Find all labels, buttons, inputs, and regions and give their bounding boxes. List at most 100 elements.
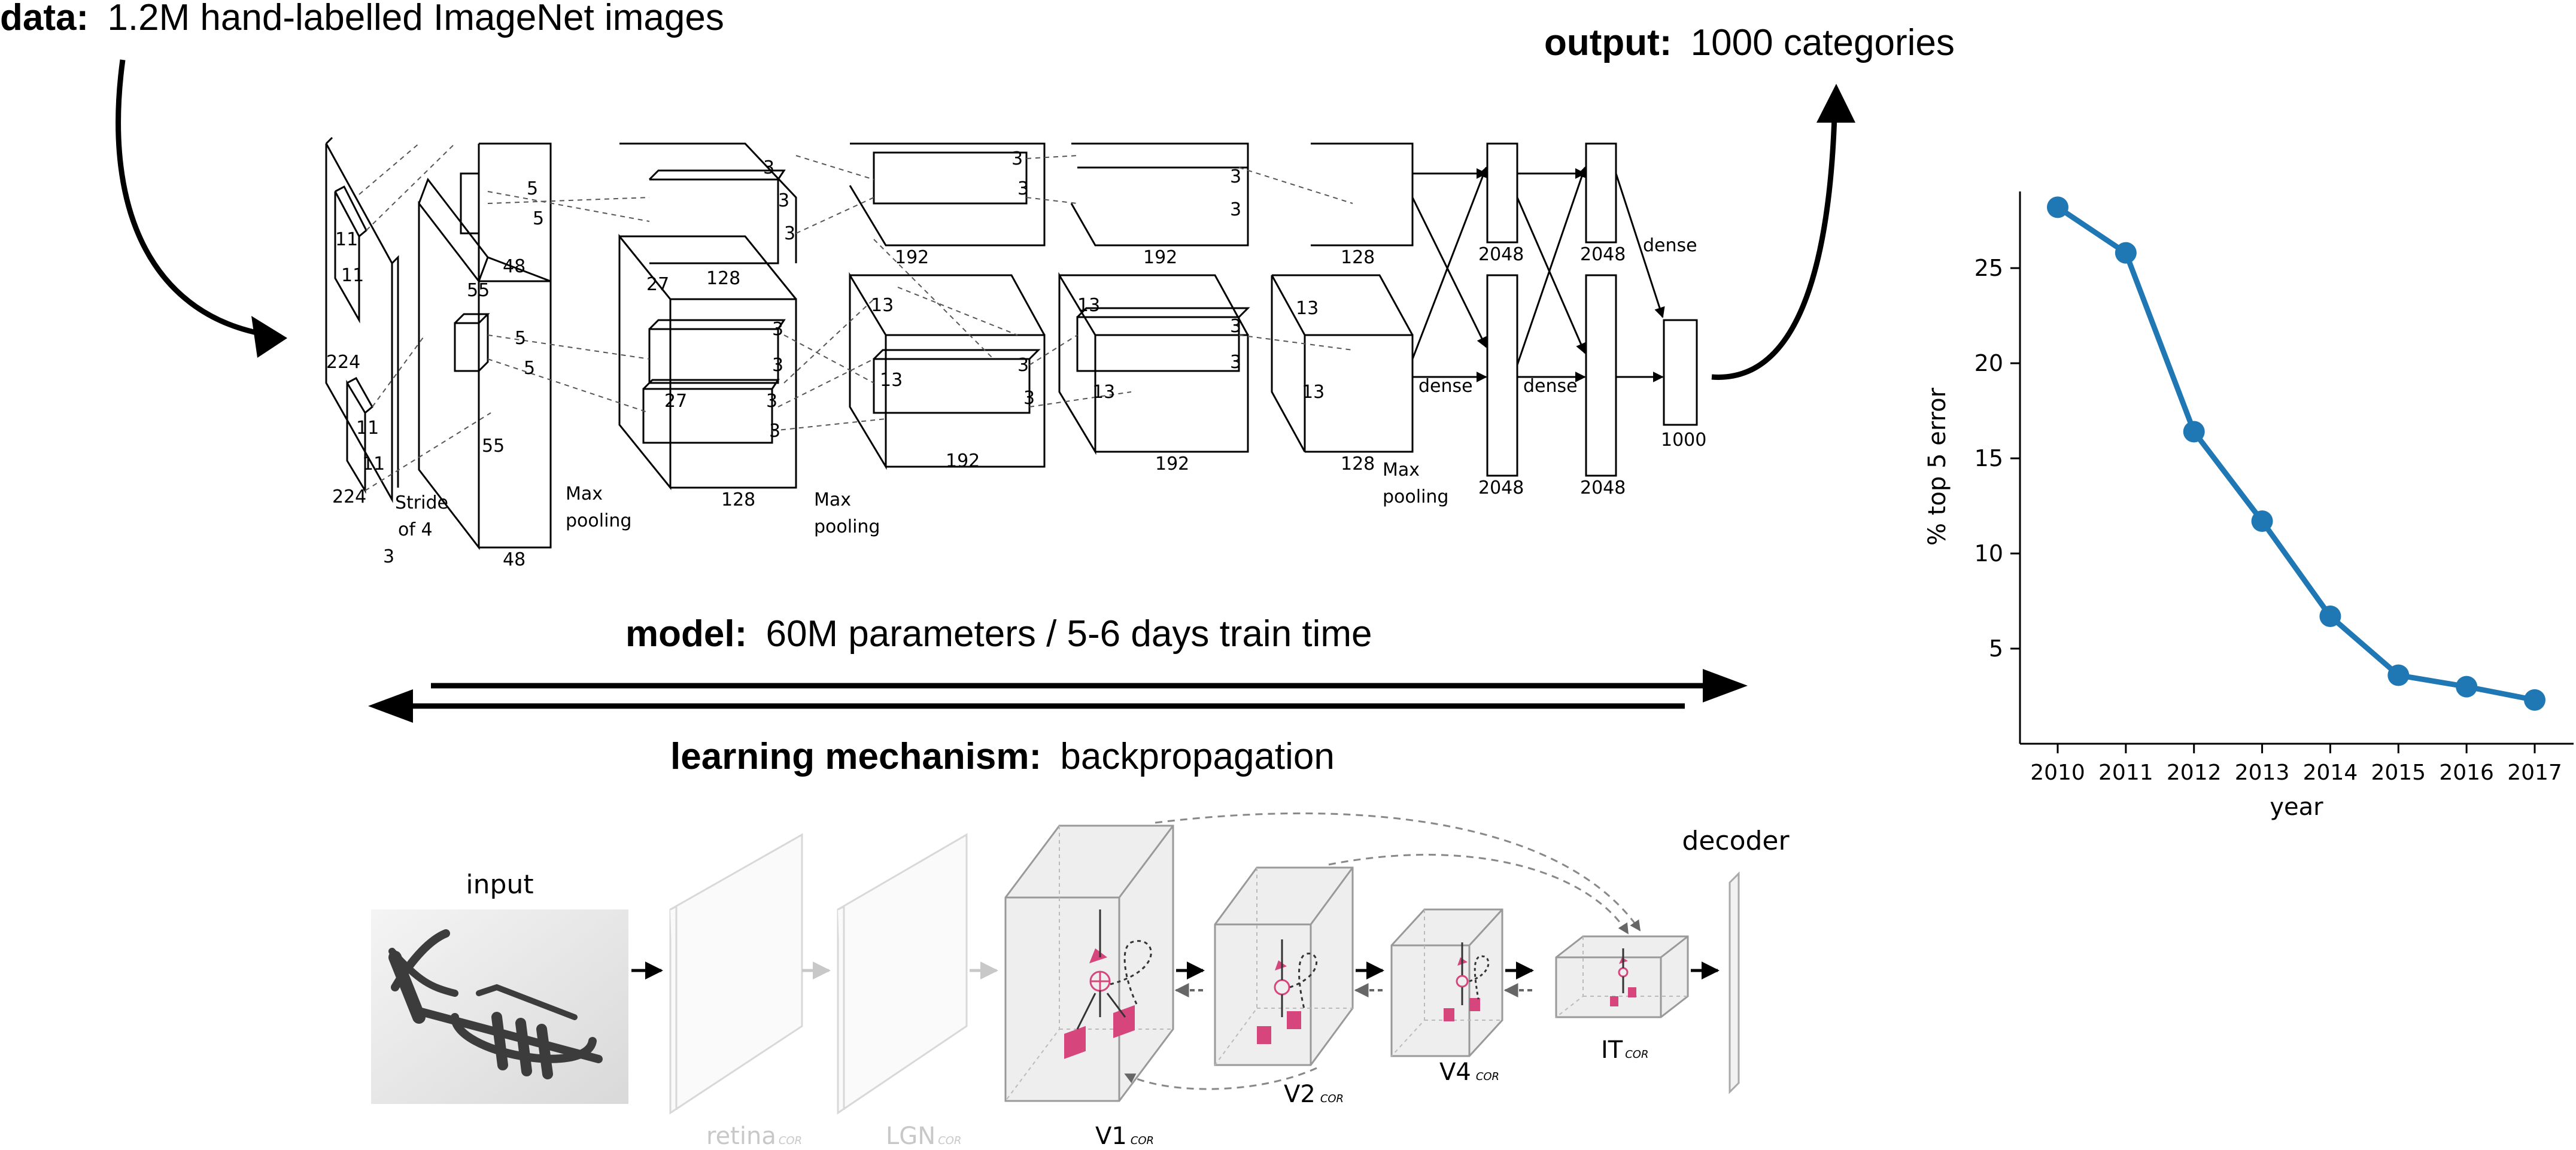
depth-192a: 192	[895, 247, 929, 268]
fc-size-3: 2048	[1580, 244, 1626, 265]
v1-area	[1004, 825, 1174, 1102]
kernel-3e: 3	[772, 355, 783, 376]
alexnet-labels: 224 224 3 Stride of 4 11 11 11 11 5 5 5 …	[326, 148, 1706, 570]
input-dim-224b: 224	[332, 486, 366, 507]
chart-xlabel: year	[2270, 793, 2323, 821]
dim-13f: 13	[1302, 382, 1325, 403]
kernel-3o: 3	[1230, 352, 1241, 373]
learning-caption: learning mechanism: backpropagation	[670, 736, 1335, 777]
depth-128a: 128	[706, 268, 740, 289]
output-arrow	[1711, 116, 1837, 380]
it-area	[1555, 935, 1689, 1018]
kernel-11a: 11	[335, 229, 358, 250]
y-tick-label: 20	[1974, 350, 2003, 376]
output-caption-value: 1000 categories	[1691, 22, 1955, 63]
output-caption: output: 1000 categories	[1544, 22, 1955, 63]
model-caption-value: 60M parameters / 5-6 days train time	[765, 613, 1372, 655]
kernel-5a: 5	[527, 178, 538, 199]
alexnet-fc-arrows	[1411, 166, 1665, 382]
kernel-3n: 3	[1230, 316, 1241, 337]
dim-55b: 55	[482, 436, 505, 457]
long-range-connections	[1124, 812, 1641, 1090]
kernel-3k: 3	[1023, 388, 1035, 409]
conv3-volume	[849, 142, 1046, 470]
decoder-label: decoder	[1682, 826, 1790, 856]
fc-size-1: 2048	[1478, 244, 1524, 265]
y-tick-label: 10	[1974, 540, 2003, 567]
data-point	[2524, 689, 2545, 711]
stride-line2: of 4	[398, 519, 433, 540]
conv1-volume	[418, 142, 552, 550]
y-tick-label: 25	[1974, 255, 2003, 281]
x-tick-label: 2016	[2439, 760, 2494, 785]
dense-label-2: dense	[1523, 376, 1578, 397]
v4-area	[1390, 908, 1503, 1057]
depth-192d: 192	[1155, 454, 1189, 474]
data-caption: data: 1.2M hand-labelled ImageNet images	[0, 0, 724, 38]
depth-192c: 192	[1143, 247, 1177, 268]
conv4-volume	[1058, 142, 1250, 455]
dense-label-3: dense	[1643, 235, 1697, 256]
bidirectional-arrows	[368, 669, 1748, 723]
x-tick-label: 2015	[2371, 760, 2426, 785]
brain-diagram: input	[371, 812, 1790, 1150]
x-tick-label: 2012	[2167, 760, 2222, 785]
svg-text:output: 1000 categories: output: 1000 categories	[1544, 22, 1955, 63]
decoder-plane	[1729, 871, 1740, 1094]
conv5-volume	[1271, 142, 1414, 453]
kernel-3i: 3	[1017, 178, 1029, 199]
data-point	[2387, 664, 2410, 686]
pool2-word2: pooling	[814, 516, 880, 537]
x-tick-label: 2011	[2098, 760, 2153, 785]
y-tick-label: 15	[1974, 445, 2003, 471]
x-tick-label: 2017	[2507, 760, 2562, 785]
dim-13b: 13	[880, 370, 903, 391]
data-point	[2319, 605, 2341, 627]
kernel-3m: 3	[1230, 199, 1241, 220]
dim-27b: 27	[664, 391, 687, 412]
pool1-word1: Max	[566, 483, 603, 504]
data-arrowhead	[251, 316, 287, 358]
alexnet-projections	[359, 143, 1353, 491]
alexnet-diagram	[325, 136, 1698, 550]
kernel-3g: 3	[769, 421, 780, 442]
data-point	[2251, 510, 2273, 532]
data-arrow	[116, 59, 270, 338]
trumpet-icon	[388, 929, 603, 1079]
series-line	[2056, 205, 2535, 703]
learning-caption-value: backpropagation	[1060, 736, 1334, 777]
fc-size-5: 1000	[1661, 430, 1706, 451]
depth-192b: 192	[946, 451, 980, 471]
svg-text:data: 1.2M hand-labelled: data: 1.2M hand-labelled ImageNet images	[0, 0, 724, 38]
depth-128d: 128	[1341, 454, 1375, 474]
chart-ylabel: % top 5 error	[1924, 387, 1951, 546]
conv2-volume	[618, 142, 797, 491]
stride-line1: Stride	[395, 492, 448, 513]
kernel-3a: 3	[763, 157, 774, 178]
kernel-3b: 3	[778, 190, 789, 211]
pool2-word1: Max	[814, 489, 851, 510]
x-tick-label: 2014	[2303, 760, 2358, 785]
input-image	[371, 909, 628, 1104]
data-point	[2183, 421, 2205, 443]
dim-55a: 55	[467, 280, 490, 301]
dim-13c: 13	[1077, 295, 1100, 316]
kernel-11c: 11	[356, 418, 379, 439]
dim-27a: 27	[646, 274, 669, 295]
kernel-5d: 5	[524, 358, 535, 379]
kernel-3d: 3	[772, 319, 783, 340]
kernel-11d: 11	[362, 454, 385, 474]
data-caption-key: data:	[0, 0, 89, 38]
pool1-word2: pooling	[566, 510, 631, 531]
kernel-3j: 3	[1017, 355, 1029, 376]
kernel-5b: 5	[533, 208, 544, 229]
depth-48b: 48	[503, 549, 525, 570]
svg-text:learning mechanism: back: learning mechanism: backpropagation	[670, 736, 1335, 777]
retina-area	[669, 833, 803, 1115]
kernel-5c: 5	[515, 328, 526, 349]
